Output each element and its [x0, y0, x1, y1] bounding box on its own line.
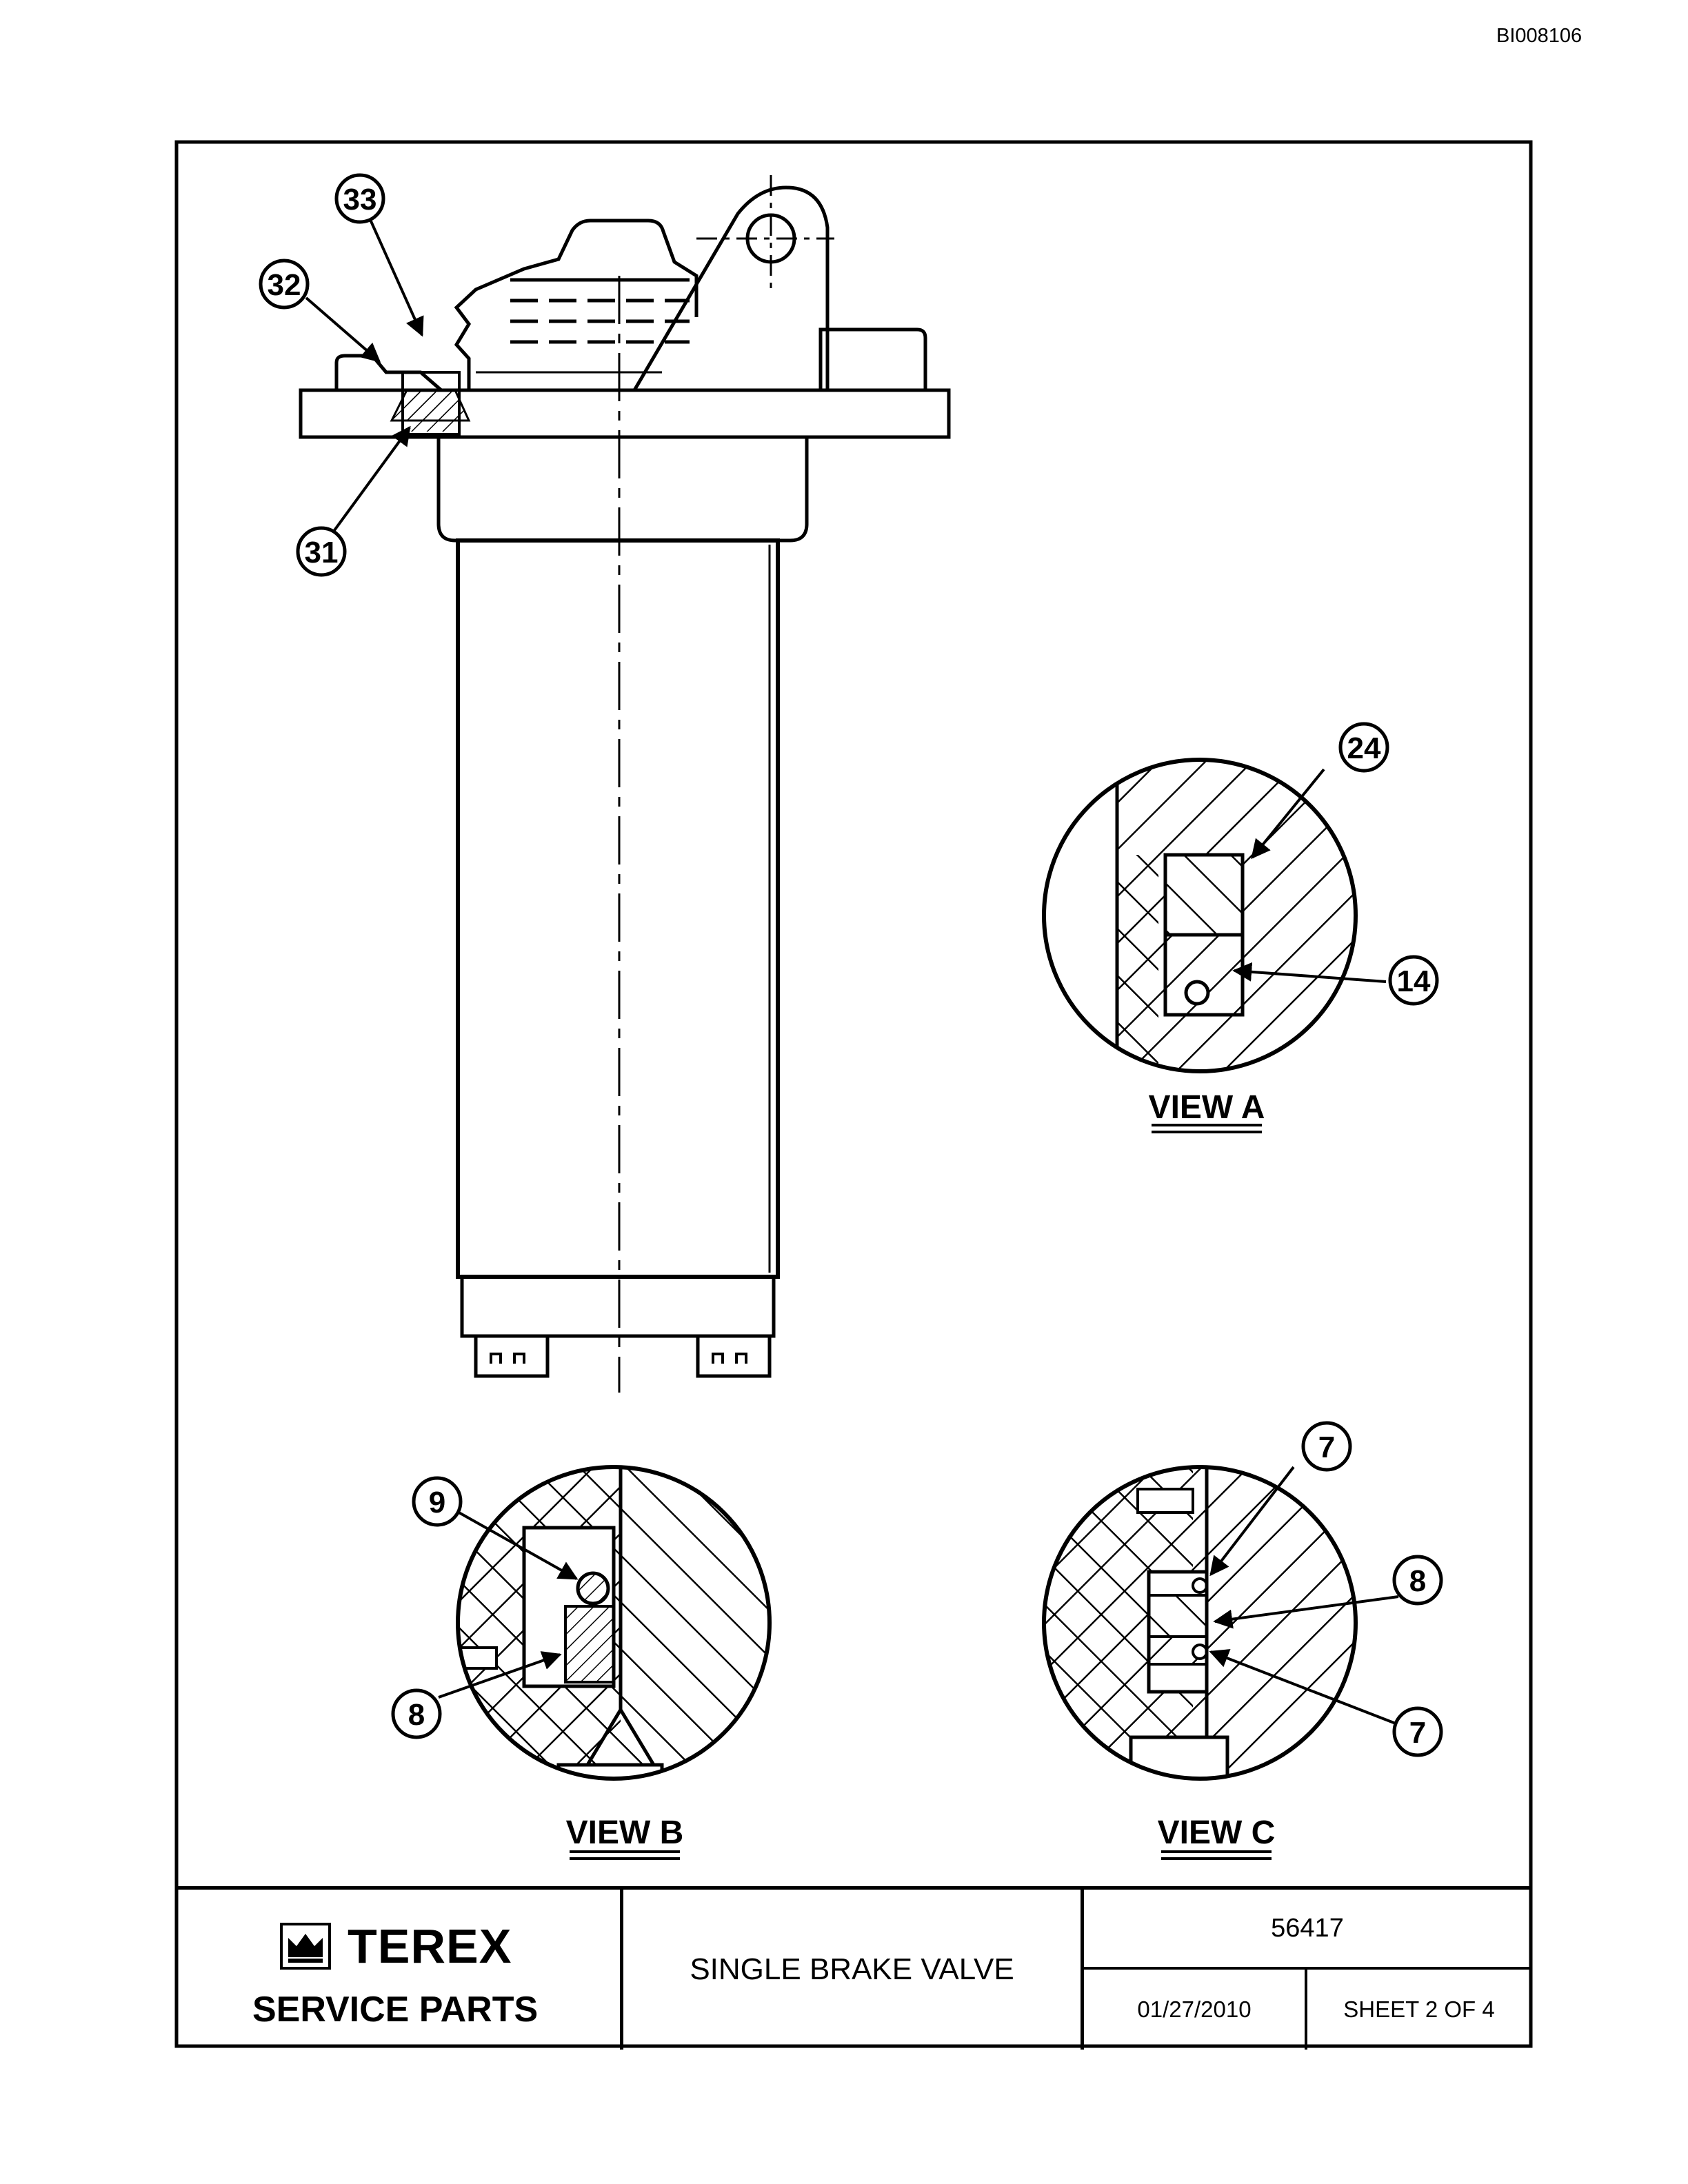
- callout-8-view-c: 8: [1392, 1555, 1443, 1606]
- callout-9: 9: [412, 1476, 463, 1527]
- svg-text:33: 33: [343, 183, 377, 216]
- callout-7-upper: 7: [1301, 1421, 1352, 1472]
- mounting-flange: [299, 388, 951, 439]
- svg-text:7: 7: [1318, 1430, 1335, 1464]
- svg-text:VIEW C: VIEW C: [1158, 1814, 1276, 1851]
- view-b-label: VIEW B: [566, 1814, 684, 1860]
- callout-33: 33: [334, 173, 385, 224]
- callout-32: 32: [259, 259, 310, 310]
- svg-text:8: 8: [408, 1698, 425, 1732]
- brand-name: TEREX: [348, 1919, 512, 1973]
- sheet-number: SHEET 2 OF 4: [1343, 1996, 1495, 2022]
- callout-7-lower: 7: [1392, 1706, 1443, 1757]
- drawing-date: 01/27/2010: [1084, 1970, 1307, 2050]
- callout-24: 24: [1338, 722, 1389, 773]
- valve-body: [456, 538, 780, 1279]
- rubber-boot: [454, 219, 699, 390]
- svg-text:24: 24: [1347, 731, 1381, 765]
- upper-housing: [436, 437, 809, 543]
- svg-text:9: 9: [429, 1486, 445, 1519]
- part-number: 56417: [1084, 1890, 1531, 1970]
- svg-text:7: 7: [1409, 1716, 1426, 1750]
- callout-8-view-b: 8: [391, 1688, 442, 1739]
- view-c-detail: [1042, 1465, 1399, 1781]
- view-c-label: VIEW C: [1158, 1814, 1276, 1860]
- view-a-detail: [1042, 758, 1387, 1073]
- document-id: BI008106: [1496, 25, 1582, 47]
- lever-bracket: [632, 185, 830, 392]
- svg-text:8: 8: [1409, 1564, 1426, 1598]
- view-a-label: VIEW A: [1149, 1089, 1265, 1133]
- svg-text:31: 31: [305, 536, 339, 569]
- brand-cell: TEREX SERVICE PARTS: [177, 1890, 623, 2050]
- brand-row: TEREX: [280, 1919, 512, 1974]
- port-right: [696, 1336, 772, 1378]
- drawing-title: SINGLE BRAKE VALVE: [623, 1890, 1084, 2050]
- service-parts-label: SERVICE PARTS: [252, 1990, 539, 2030]
- terex-crown-logo-icon: [280, 1923, 331, 1970]
- valve-elevation: [299, 175, 951, 1393]
- view-b-detail: [438, 1465, 772, 1781]
- title-block: TEREX SERVICE PARTS SINGLE BRAKE VALVE 5…: [177, 1886, 1531, 2050]
- svg-text:VIEW A: VIEW A: [1149, 1089, 1265, 1126]
- svg-text:VIEW B: VIEW B: [566, 1814, 684, 1851]
- svg-text:14: 14: [1397, 964, 1431, 998]
- port-left: [474, 1336, 550, 1378]
- callout-31: 31: [296, 526, 347, 577]
- drawing-frame: [174, 140, 1533, 2048]
- callout-14: 14: [1388, 955, 1439, 1006]
- svg-text:32: 32: [268, 268, 301, 302]
- lower-collar: [460, 1275, 776, 1338]
- main-leaders: [305, 214, 424, 536]
